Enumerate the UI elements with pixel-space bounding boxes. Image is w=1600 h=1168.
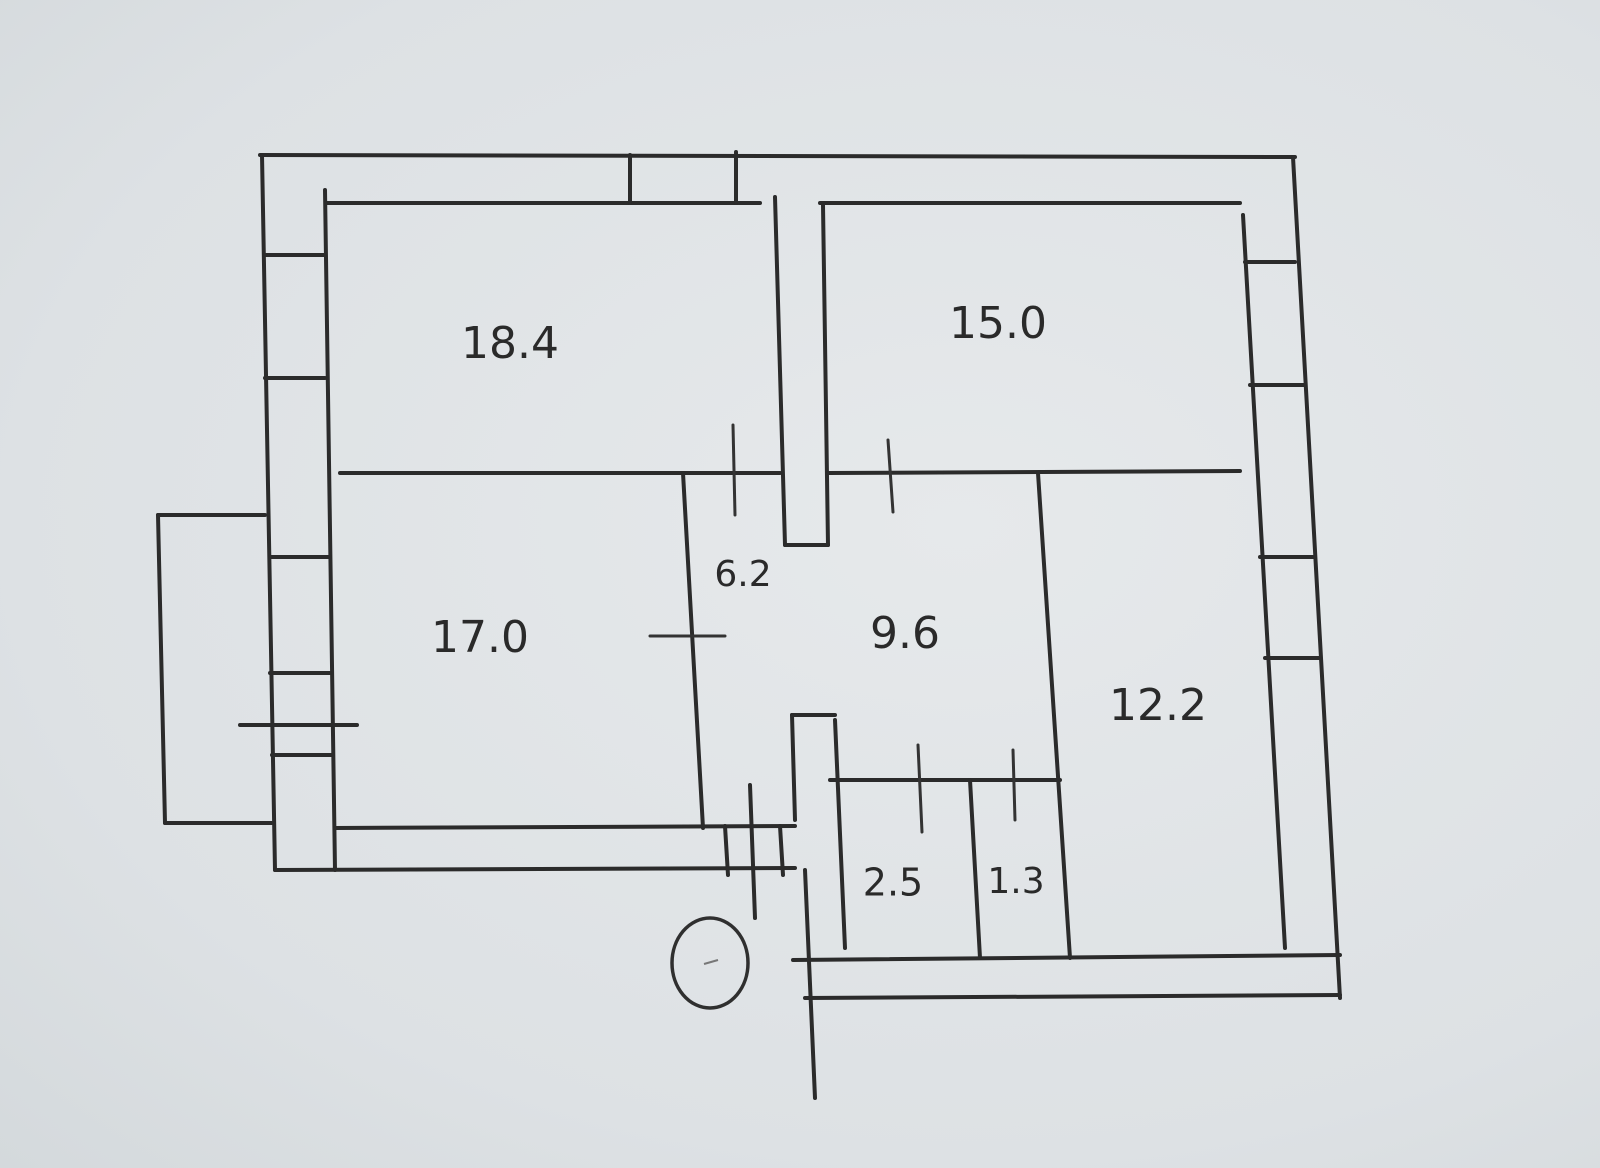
room-area-17-0: 17.0 xyxy=(431,612,529,663)
room-area-2-5: 2.5 xyxy=(863,861,923,905)
room-area-12-2: 12.2 xyxy=(1109,680,1207,731)
room-area-1-3: 1.3 xyxy=(987,861,1044,902)
entrance-marker xyxy=(670,916,750,1010)
room-labels: 18.4 15.0 17.0 9.6 12.2 6.2 2.5 1.3 xyxy=(431,298,1207,905)
room-area-9-6: 9.6 xyxy=(870,608,940,659)
room-area-15-0: 15.0 xyxy=(949,298,1047,349)
entrance-circle-icon xyxy=(670,916,750,1010)
room-area-6-2: 6.2 xyxy=(714,554,771,595)
exterior-walls xyxy=(156,150,1342,1100)
room-area-18-4: 18.4 xyxy=(461,318,559,369)
entrance-mark-icon xyxy=(703,959,719,965)
interior-walls xyxy=(338,195,1242,960)
door-marks xyxy=(648,423,1017,834)
